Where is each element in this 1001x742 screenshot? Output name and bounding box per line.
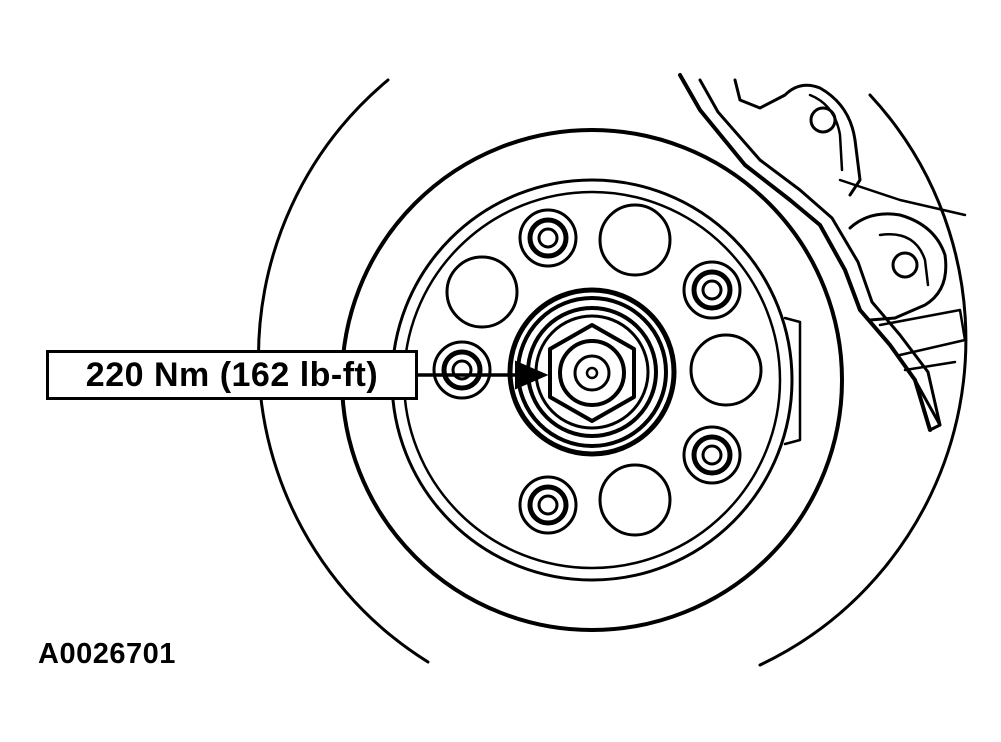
torque-label: 220 Nm (162 lb-ft) xyxy=(85,355,379,394)
hub-ring-4 xyxy=(534,314,650,430)
figure-id: A0026701 xyxy=(38,638,176,670)
bolt-hole-filled xyxy=(432,340,492,400)
empty-hole xyxy=(445,255,519,329)
engine-cover-edge xyxy=(913,378,942,432)
outer-housing-arc-right xyxy=(758,93,968,667)
mount-bracket-side xyxy=(838,178,967,217)
empty-hole xyxy=(689,333,763,407)
empty-hole xyxy=(598,203,672,277)
torque-callout: 220 Nm (162 lb-ft) xyxy=(46,350,418,400)
flange-notch xyxy=(783,316,802,446)
bolt-hole-filled xyxy=(682,260,742,320)
mount-hole-upper xyxy=(809,106,837,134)
engine-cover-inner xyxy=(698,78,942,427)
mount-bracket-lower-edge xyxy=(878,308,967,357)
mount-bracket-upper xyxy=(733,78,862,197)
hub-ring-outer xyxy=(507,287,677,457)
engine-cover-outer xyxy=(678,73,932,432)
callout-arrowhead xyxy=(515,360,549,390)
crankshaft-bolt-hex xyxy=(548,323,636,423)
flywheel-inner-ring xyxy=(390,178,794,582)
bolt-washer xyxy=(558,339,626,407)
bolt-hole-filled xyxy=(518,208,578,268)
bolt-center xyxy=(585,366,599,380)
mount-bracket-lower xyxy=(848,212,948,322)
empty-hole xyxy=(598,463,672,537)
mount-bracket-lower-edge2 xyxy=(903,360,957,372)
bolt-hole-filled xyxy=(682,425,742,485)
mount-bracket-lower-inner xyxy=(878,233,930,287)
bolt-hole-filled xyxy=(518,475,578,535)
mount-hole-lower xyxy=(891,251,919,279)
bolt-shank xyxy=(573,354,611,392)
